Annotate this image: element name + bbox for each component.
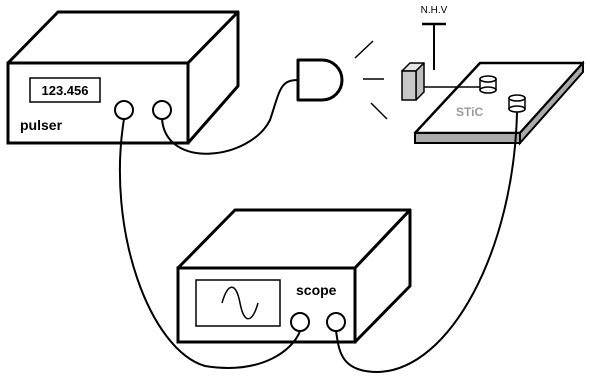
pulser-display <box>29 77 101 103</box>
board-connector-1 <box>479 75 497 94</box>
pulser-connector-left <box>114 100 134 120</box>
hv-supply: N.H.V <box>421 5 448 70</box>
pulser-connector-right <box>152 100 172 120</box>
light-ray-bottom <box>370 102 388 120</box>
cable-pulser-to-scope <box>118 118 301 369</box>
pulser-box: 123.456 pulser <box>6 10 240 145</box>
led-body <box>296 58 344 102</box>
led-emitter <box>296 40 388 120</box>
scope-connector-left <box>290 312 310 332</box>
scope-box: scope <box>176 208 412 344</box>
light-ray-top <box>354 40 374 59</box>
scope-screen <box>195 279 281 327</box>
stic-board: STiC <box>413 60 585 146</box>
board-connector-2 <box>508 94 526 113</box>
board-front <box>414 132 521 144</box>
stic-label: STiC <box>456 105 483 119</box>
sine-wave-icon <box>221 286 259 320</box>
board-side <box>519 60 584 146</box>
detector-block <box>401 62 425 101</box>
scope-label: scope <box>296 282 337 298</box>
pulser-display-value: 123.456 <box>42 83 89 98</box>
cable-pulser-to-led <box>161 79 299 155</box>
scope-connector-right <box>326 312 346 332</box>
pulser-label: pulser <box>20 117 63 133</box>
hv-label: N.H.V <box>421 5 448 16</box>
cable-board-to-scope <box>335 111 518 374</box>
